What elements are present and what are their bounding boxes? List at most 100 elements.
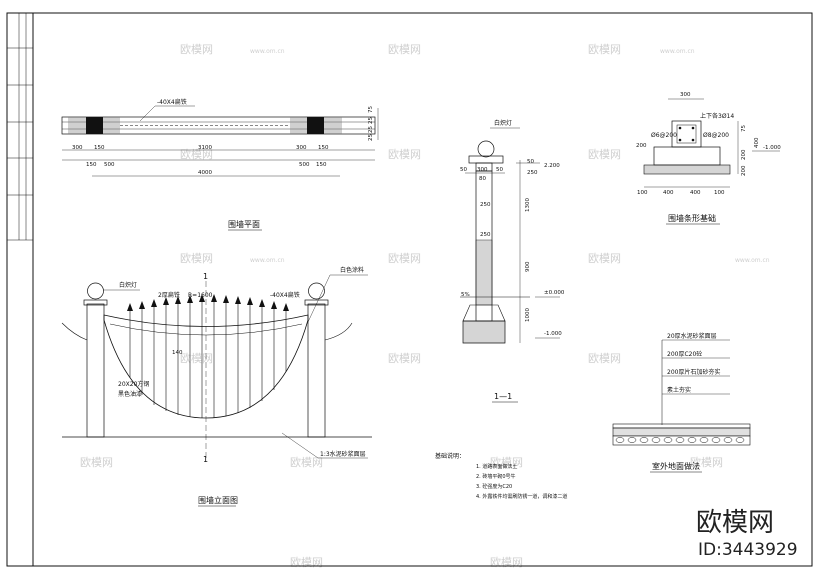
rebar-top-label: 上下各3Ø14 bbox=[700, 112, 734, 120]
watermark-tile: 欧模网 bbox=[588, 148, 621, 161]
rebar-right-label: Ø8@200 bbox=[703, 132, 729, 139]
rebar-left-label: Ø6@200 bbox=[651, 132, 677, 139]
ground-layer: 200厚片石加砂夯实 bbox=[667, 368, 720, 376]
elevation-pier-right bbox=[307, 303, 326, 438]
plan-side-dim: 25 bbox=[368, 134, 374, 141]
level-neg: -1.000 bbox=[544, 331, 562, 337]
foundation-left-dim: 200 bbox=[636, 143, 647, 149]
watermark-tile: 欧模网 bbox=[290, 556, 323, 569]
foundation-title: 围墙条形基础 bbox=[668, 213, 716, 223]
plan-dim: 300 bbox=[296, 145, 307, 151]
section-sub-dim: 250 bbox=[480, 232, 491, 238]
ground-detail: 20厚水泥砂浆面层 200厚C20砼 200厚片石加砂夯实 素土夯实 室外地面做… bbox=[612, 332, 751, 473]
ground-concrete bbox=[612, 427, 751, 437]
foundation-v-dim: 400 bbox=[754, 137, 760, 148]
watermark-url: www.om.cn bbox=[735, 257, 770, 264]
cut-mark-top: 1 bbox=[203, 272, 208, 281]
watermark-url: www.om.cn bbox=[660, 48, 695, 55]
watermark-tile: 欧模网 bbox=[490, 556, 523, 569]
section-1-1: 白炽灯 50 300 50 80 250 250 50 250 2.200 13… bbox=[460, 119, 565, 403]
section-height: 900 bbox=[525, 261, 531, 272]
note-item: 4. 外露铁件均需刷防锈一道，调和漆二道 bbox=[476, 493, 567, 500]
section-height: 1000 bbox=[525, 308, 531, 322]
section-title: 1—1 bbox=[494, 392, 512, 401]
plan-dim: 150 bbox=[318, 145, 329, 151]
wall-elevation: 1 1 白炽灯 2厚扁铁 R=1600 -40X4扁铁 白色涂料 140 20X… bbox=[61, 266, 372, 507]
notes-heading: 基础说明： bbox=[435, 452, 465, 460]
watermark-tile: 欧模网 bbox=[80, 456, 113, 469]
section-level: 2.200 bbox=[544, 163, 560, 169]
ground-layer: 20厚水泥砂浆面层 bbox=[667, 332, 717, 340]
watermark-tile: 欧模网 bbox=[180, 252, 213, 265]
lamp-left bbox=[87, 282, 104, 300]
plan-dim: 150 bbox=[94, 145, 105, 151]
square-steel-label: 20X20方钢 bbox=[118, 380, 149, 388]
wall-plan: -40X4扁铁 300 150 3100 300 150 150 500 500… bbox=[61, 98, 379, 231]
note-item: 2. 砖墙平砌0号牛 bbox=[476, 473, 516, 480]
plan-dim: 500 bbox=[299, 162, 310, 168]
foundation-h-dim: 400 bbox=[690, 190, 701, 196]
plan-dim: 500 bbox=[104, 162, 115, 168]
foundation-footing bbox=[653, 146, 721, 166]
brand-watermark: 欧模网 bbox=[696, 508, 774, 538]
note-item: 1. 道路表面做法土 bbox=[476, 463, 517, 470]
spacing-label: 140 bbox=[172, 350, 183, 356]
flat-iron-label: -40X4扁铁 bbox=[270, 291, 300, 299]
plaster-label: 1:3水泥砂浆面层 bbox=[320, 450, 366, 458]
watermark-tile: 欧模网 bbox=[290, 456, 323, 469]
watermark-tile: 欧模网 bbox=[588, 352, 621, 365]
section-light-label: 白炽灯 bbox=[494, 119, 512, 127]
watermark-url: www.om.cn bbox=[250, 48, 285, 55]
foundation-width-top: 300 bbox=[680, 92, 691, 98]
plan-dim: 300 bbox=[72, 145, 83, 151]
watermark-tile: 欧模网 bbox=[490, 456, 523, 469]
plan-pier-left bbox=[86, 117, 103, 134]
plan-total-dim: 4000 bbox=[198, 170, 212, 176]
watermark-tile: 欧模网 bbox=[388, 252, 421, 265]
plan-pier-right bbox=[307, 117, 324, 134]
elevation-title: 围墙立面图 bbox=[198, 495, 238, 505]
plan-dim: 150 bbox=[86, 162, 97, 168]
foundation-v-dim: 200 bbox=[741, 149, 747, 160]
light-label: 白炽灯 bbox=[119, 281, 137, 289]
ground-layer: 200厚C20砼 bbox=[667, 350, 702, 358]
watermark-tile: 欧模网 bbox=[388, 352, 421, 365]
watermark-tile: 欧模网 bbox=[180, 352, 213, 365]
watermark-tile: 欧模网 bbox=[588, 43, 621, 56]
foundation-h-dim: 400 bbox=[663, 190, 674, 196]
foundation-v-dim: 75 bbox=[741, 125, 747, 132]
section-lamp bbox=[477, 140, 495, 158]
ground-title: 室外地面做法 bbox=[652, 461, 700, 471]
section-top-dim: 50 bbox=[460, 167, 467, 173]
watermark-tile: 欧模网 bbox=[588, 252, 621, 265]
model-id: ID:3443929 bbox=[698, 540, 798, 560]
foundation-detail: 300 上下各3Ø14 Ø6@200 Ø8@200 200 100 400 40… bbox=[636, 92, 781, 225]
watermark-tile: 欧模网 bbox=[388, 43, 421, 56]
section-top-dim: 300 bbox=[477, 167, 488, 173]
plan-dim: 3100 bbox=[198, 145, 212, 151]
ground-stone bbox=[612, 435, 751, 446]
plan-side-dim: 25 bbox=[368, 117, 374, 124]
slope-label: 5% bbox=[461, 292, 470, 298]
paint-label: 白色涂料 bbox=[340, 266, 364, 274]
square-steel-note: 黑色油漆 bbox=[118, 390, 142, 398]
cut-mark-bottom: 1 bbox=[203, 455, 208, 464]
section-sub-dim: 250 bbox=[480, 202, 491, 208]
foundation-notes: 基础说明： 1. 道路表面做法土 2. 砖墙平砌0号牛 3. 砼强度为C20 4… bbox=[435, 452, 567, 500]
section-sub-dim: 80 bbox=[479, 176, 486, 182]
plan-side-dim: 25 bbox=[368, 126, 374, 133]
radius-label: R=1600 bbox=[188, 292, 213, 299]
lamp-right bbox=[308, 282, 325, 300]
note-item: 3. 砼强度为C20 bbox=[476, 483, 512, 490]
plan-title: 围墙平面 bbox=[228, 219, 260, 229]
plan-dim: 150 bbox=[316, 162, 327, 168]
watermark-url: www.om.cn bbox=[250, 257, 285, 264]
watermark-tile: 欧模网 bbox=[690, 456, 723, 469]
level-zero: ±0.000 bbox=[544, 290, 565, 296]
foundation-level: -1.000 bbox=[763, 145, 781, 151]
sheet-border bbox=[6, 12, 813, 567]
section-height: 1300 bbox=[525, 198, 531, 212]
watermark-tile: 欧模网 bbox=[180, 43, 213, 56]
section-sub-dim: 250 bbox=[527, 170, 538, 176]
